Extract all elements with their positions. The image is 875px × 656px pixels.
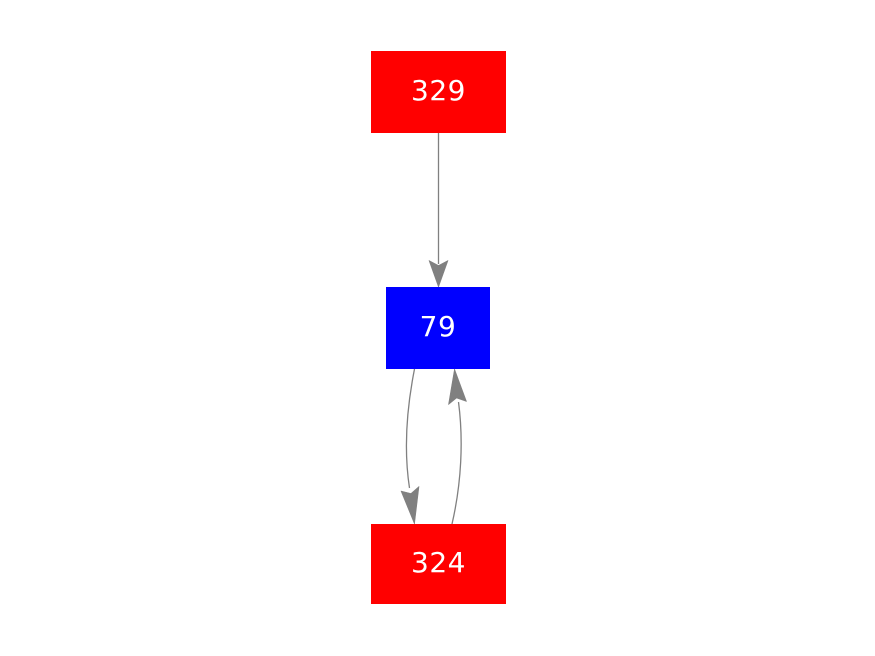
graph-node-79-label: 79 [419, 310, 457, 343]
graph-node-324-label: 324 [411, 546, 466, 579]
edge-329-to-79-arrowhead [428, 260, 449, 288]
edge-79-to-324-arrowhead [400, 486, 420, 525]
graph-node-329[interactable]: 329 [371, 51, 506, 133]
edge-324-to-79-line [451, 401, 462, 525]
graph-node-79[interactable]: 79 [386, 287, 490, 369]
edge-79-to-324-line [405, 368, 416, 489]
graph-node-324[interactable]: 324 [371, 524, 506, 604]
graph-node-329-label: 329 [411, 74, 466, 107]
edge-79-to-324 [400, 368, 420, 525]
edge-324-to-79 [448, 368, 467, 525]
edge-329-to-79 [428, 133, 449, 288]
edge-324-to-79-arrowhead [448, 368, 467, 405]
